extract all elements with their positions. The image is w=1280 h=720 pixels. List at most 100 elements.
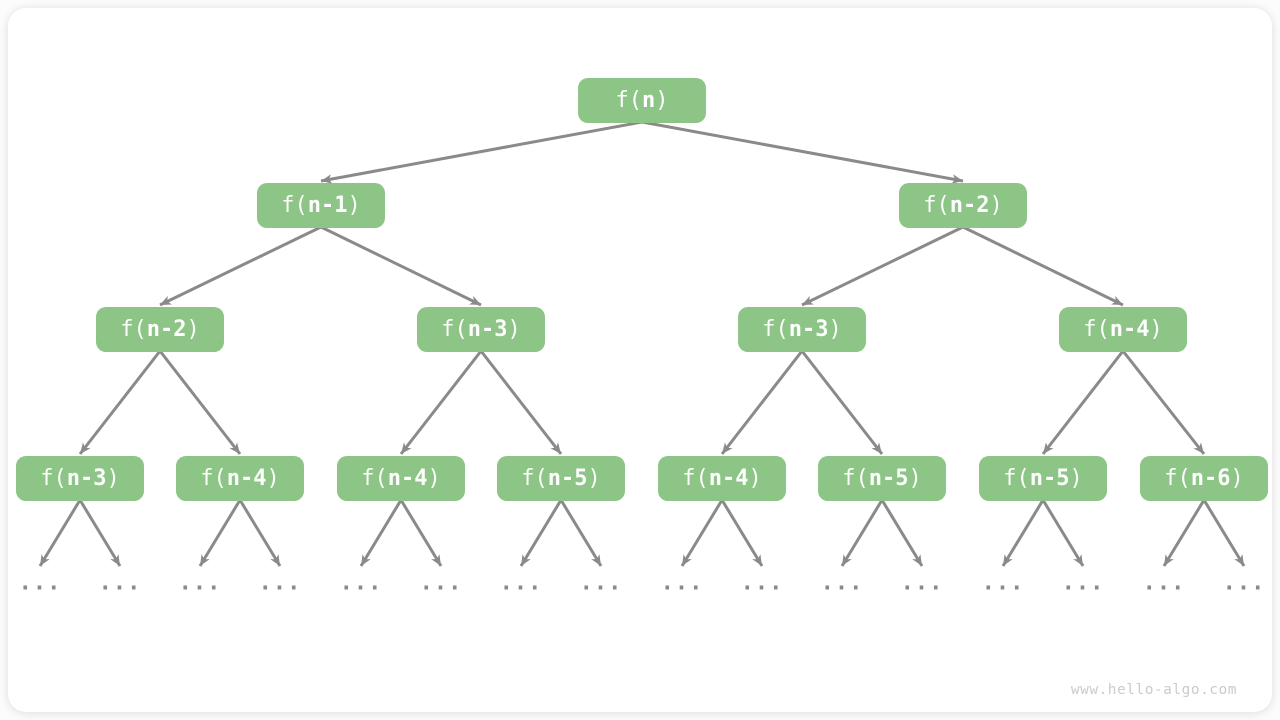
- node-label-prefix: f(: [1083, 317, 1110, 342]
- node-label-suffix: ): [748, 466, 762, 491]
- tree-node-n12: f(n-5): [818, 456, 946, 501]
- tree-edge: [38, 499, 82, 567]
- tree-node-n7: f(n-3): [16, 456, 144, 501]
- ellipsis: ...: [1222, 570, 1266, 596]
- ellipsis: ...: [900, 570, 944, 596]
- ellipsis: ...: [660, 570, 704, 596]
- node-label-suffix: ): [507, 317, 521, 342]
- ellipsis: ...: [1142, 570, 1186, 596]
- tree-edge: [641, 120, 964, 184]
- node-label-argument: n-3: [467, 317, 508, 342]
- node-label-prefix: f(: [521, 466, 548, 491]
- tree-edge: [880, 499, 924, 567]
- tree-edge: [399, 350, 483, 455]
- node-label-prefix: f(: [762, 317, 789, 342]
- ellipsis: ...: [579, 570, 623, 596]
- tree-edge: [1162, 499, 1206, 567]
- tree-edge: [800, 350, 884, 455]
- node-label-suffix: ): [908, 466, 922, 491]
- tree-node-n8: f(n-4): [176, 456, 304, 501]
- node-label-suffix: ): [655, 88, 669, 113]
- tree-edge: [801, 225, 964, 307]
- node-label-argument: n-4: [387, 466, 428, 491]
- tree-edge: [1202, 499, 1246, 567]
- node-label-argument: n-3: [66, 466, 107, 491]
- ellipsis: ...: [178, 570, 222, 596]
- node-label-argument: n-2: [146, 317, 187, 342]
- node-label-suffix: ): [828, 317, 842, 342]
- ellipsis: ...: [18, 570, 62, 596]
- ellipsis: ...: [499, 570, 543, 596]
- tree-edge: [1001, 499, 1045, 567]
- node-label-prefix: f(: [842, 466, 869, 491]
- node-label-suffix: ): [1149, 317, 1163, 342]
- tree-edge: [479, 350, 563, 455]
- tree-node-n5: f(n-3): [738, 307, 866, 352]
- tree-node-n3: f(n-2): [96, 307, 224, 352]
- ellipsis: ...: [258, 570, 302, 596]
- tree-node-n9: f(n-4): [337, 456, 465, 501]
- node-label-suffix: ): [989, 193, 1003, 218]
- tree-edge: [720, 350, 804, 455]
- tree-edge: [320, 120, 643, 184]
- tree-edge: [720, 499, 764, 567]
- tree-edge: [962, 225, 1124, 307]
- ellipsis: ...: [981, 570, 1025, 596]
- node-label-prefix: f(: [1003, 466, 1030, 491]
- tree-edge: [399, 499, 443, 567]
- tree-edge: [238, 499, 282, 567]
- node-label-argument: n-5: [547, 466, 588, 491]
- node-label-argument: n-3: [788, 317, 829, 342]
- tree-node-n14: f(n-6): [1140, 456, 1268, 501]
- node-label-prefix: f(: [923, 193, 950, 218]
- node-label-argument: n-6: [1190, 466, 1231, 491]
- watermark: www.hello-algo.com: [1070, 682, 1237, 698]
- node-label-argument: n-4: [1109, 317, 1150, 342]
- tree-node-n10: f(n-5): [497, 456, 625, 501]
- ellipsis: ...: [820, 570, 864, 596]
- ellipsis: ...: [98, 570, 142, 596]
- node-label-argument: n-1: [307, 193, 348, 218]
- tree-node-n0: f(n): [578, 78, 706, 123]
- tree-edge: [1121, 350, 1206, 455]
- ellipsis: ...: [419, 570, 463, 596]
- node-label-prefix: f(: [120, 317, 147, 342]
- tree-node-n4: f(n-3): [417, 307, 545, 352]
- tree-edge: [78, 499, 122, 567]
- tree-edge: [680, 499, 724, 567]
- node-label-suffix: ): [106, 466, 120, 491]
- ellipsis: ...: [740, 570, 784, 596]
- tree-node-n13: f(n-5): [979, 456, 1107, 501]
- node-label-argument: n: [642, 88, 656, 113]
- tree-edge: [158, 350, 242, 455]
- tree-edge: [359, 499, 403, 567]
- tree-node-n2: f(n-2): [899, 183, 1027, 228]
- tree-node-n6: f(n-4): [1059, 307, 1187, 352]
- node-label-prefix: f(: [682, 466, 709, 491]
- node-label-prefix: f(: [615, 88, 643, 113]
- node-label-suffix: ): [587, 466, 601, 491]
- node-label-argument: n-4: [708, 466, 749, 491]
- tree-edge: [78, 350, 162, 455]
- node-label-prefix: f(: [361, 466, 388, 491]
- node-label-suffix: ): [1230, 466, 1244, 491]
- node-label-prefix: f(: [441, 317, 468, 342]
- node-label-argument: n-4: [226, 466, 267, 491]
- tree-node-n11: f(n-4): [658, 456, 786, 501]
- node-label-suffix: ): [427, 466, 441, 491]
- node-label-prefix: f(: [40, 466, 67, 491]
- tree-edge: [559, 499, 603, 567]
- tree-edge: [198, 499, 242, 567]
- node-label-prefix: f(: [281, 193, 308, 218]
- node-label-argument: n-5: [868, 466, 909, 491]
- tree-edge: [1041, 350, 1125, 455]
- ellipsis: ...: [1061, 570, 1105, 596]
- node-label-prefix: f(: [1164, 466, 1191, 491]
- node-label-suffix: ): [266, 466, 280, 491]
- node-label-suffix: ): [347, 193, 361, 218]
- node-label-argument: n-5: [1029, 466, 1070, 491]
- tree-edge: [320, 225, 482, 307]
